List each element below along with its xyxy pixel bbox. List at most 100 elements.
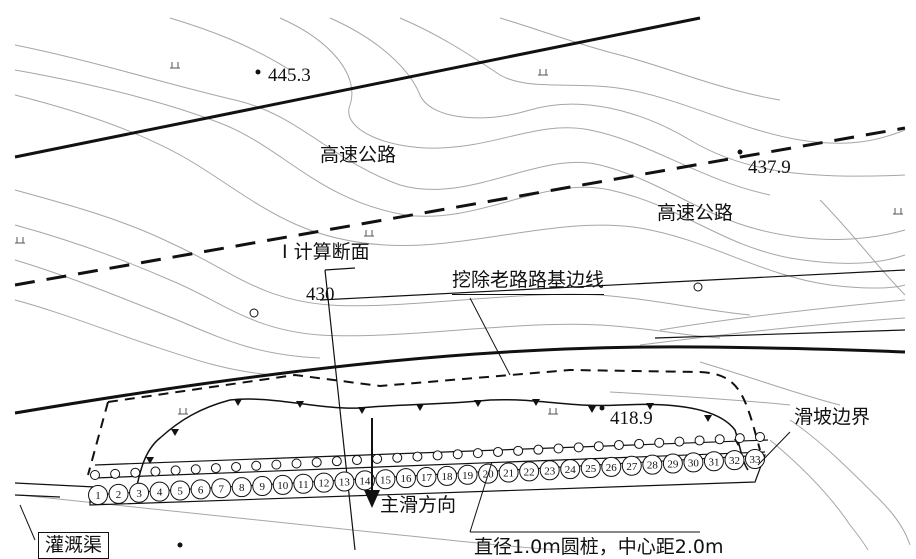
pile-marker: 29 [662, 453, 683, 474]
scarp-triangle-icon [234, 399, 242, 406]
pile-hole [110, 468, 121, 479]
contour-line [399, 17, 906, 144]
pile-hole [513, 445, 524, 456]
pile-marker: 15 [375, 469, 396, 490]
pile-circle [560, 459, 581, 480]
pile-hole [674, 436, 685, 447]
pile-circle [375, 469, 396, 490]
pile-circle [313, 472, 334, 493]
pile-circle [395, 468, 416, 489]
pile-number: 31 [708, 456, 719, 468]
pile-number: 33 [750, 454, 762, 466]
scarp-triangle-icon [532, 399, 540, 406]
pile-marker: 16 [395, 468, 416, 489]
pile-circle [703, 451, 724, 472]
pile-hole [130, 467, 141, 478]
elevation-label: 430 [306, 284, 335, 305]
pile-marker: 14 [354, 470, 375, 491]
canal-line [14, 482, 96, 488]
pile-number: 8 [239, 482, 245, 494]
pile-number: 17 [421, 472, 433, 484]
pile-marker: 31 [703, 451, 724, 472]
pile-marker: 17 [416, 467, 437, 487]
pile-circle [108, 483, 129, 504]
pile-hole [351, 455, 362, 466]
pile-circle [580, 458, 601, 478]
pile-circle [642, 454, 663, 475]
pile-hole [311, 457, 322, 468]
pile-number: 32 [729, 455, 740, 467]
highway-lines [14, 16, 906, 498]
scarp-triangle-icon [296, 401, 304, 408]
pile-number: 12 [318, 478, 329, 490]
pile-hole [190, 464, 201, 475]
open-circles [249, 282, 703, 318]
pile-marker: 27 [621, 455, 642, 476]
landslide-boundary-label: 滑坡边界 [794, 406, 871, 428]
pile-marker: 1 [88, 485, 108, 505]
pile-circle [457, 464, 478, 485]
scarp-triangle-icon [474, 400, 482, 407]
pile-number: 30 [688, 457, 700, 469]
elevation-point-icon [599, 405, 605, 411]
pile-circle [621, 455, 642, 476]
pile-hole [372, 453, 383, 464]
pile-hole [533, 444, 544, 455]
section-label: Ⅰ 计算断面 [282, 241, 370, 263]
elevation-label: 418.9 [610, 408, 653, 429]
pile-hole [210, 463, 221, 474]
contour-line [609, 391, 791, 406]
pile-marker: 26 [601, 456, 622, 477]
pile-number: 9 [260, 481, 266, 493]
pile-number: 10 [277, 480, 289, 492]
pile-hole [231, 461, 242, 472]
pile-circle [293, 473, 314, 494]
contour-line [19, 494, 561, 550]
grass-icon [15, 237, 25, 244]
leader-lines [19, 297, 791, 541]
pile-number: 13 [339, 477, 351, 489]
elevation-point-icon [177, 542, 183, 548]
pile-number: 11 [298, 479, 309, 491]
elevation-label: 445.3 [268, 65, 311, 86]
pile-hole [150, 466, 161, 477]
pile-marker: 32 [724, 450, 745, 471]
scarp-triangle-icon [171, 429, 179, 436]
pile-hole [472, 448, 483, 459]
highway-centerline [14, 126, 906, 287]
pile-hole [412, 451, 423, 462]
contour-lines [14, 17, 911, 550]
contour-line [14, 94, 906, 289]
pile-marker: 13 [334, 471, 355, 492]
contour-line [819, 199, 906, 296]
pile-circle [416, 467, 437, 487]
pile-number: 27 [626, 461, 638, 473]
pile-holes-row [90, 432, 765, 480]
pile-marker: 22 [519, 461, 540, 482]
grass-icon [538, 69, 548, 76]
pile-marker: 24 [560, 459, 581, 480]
pile-hole [593, 441, 604, 452]
scarp-triangle-icon [416, 404, 424, 411]
grass-symbols [15, 62, 903, 415]
pile-number: 26 [606, 462, 618, 474]
pile-number: 15 [380, 474, 392, 486]
contour-line [769, 439, 869, 550]
pile-number: 28 [647, 460, 659, 472]
pile-hole [573, 442, 584, 453]
pile-circle [211, 478, 232, 499]
pile-circle [683, 452, 704, 473]
pile-circle [724, 450, 745, 471]
pile-marker: 5 [170, 480, 191, 501]
grass-icon [548, 408, 558, 415]
contour-line [14, 189, 751, 316]
pile-number: 19 [462, 470, 474, 482]
grass-icon [178, 408, 188, 415]
pile-hole [755, 432, 765, 442]
pile-marker: 12 [313, 472, 334, 493]
elevation-label: 437.9 [748, 157, 791, 178]
pile-number: 22 [524, 466, 535, 478]
landslide-boundary-line [134, 398, 749, 496]
contour-line [499, 17, 781, 101]
